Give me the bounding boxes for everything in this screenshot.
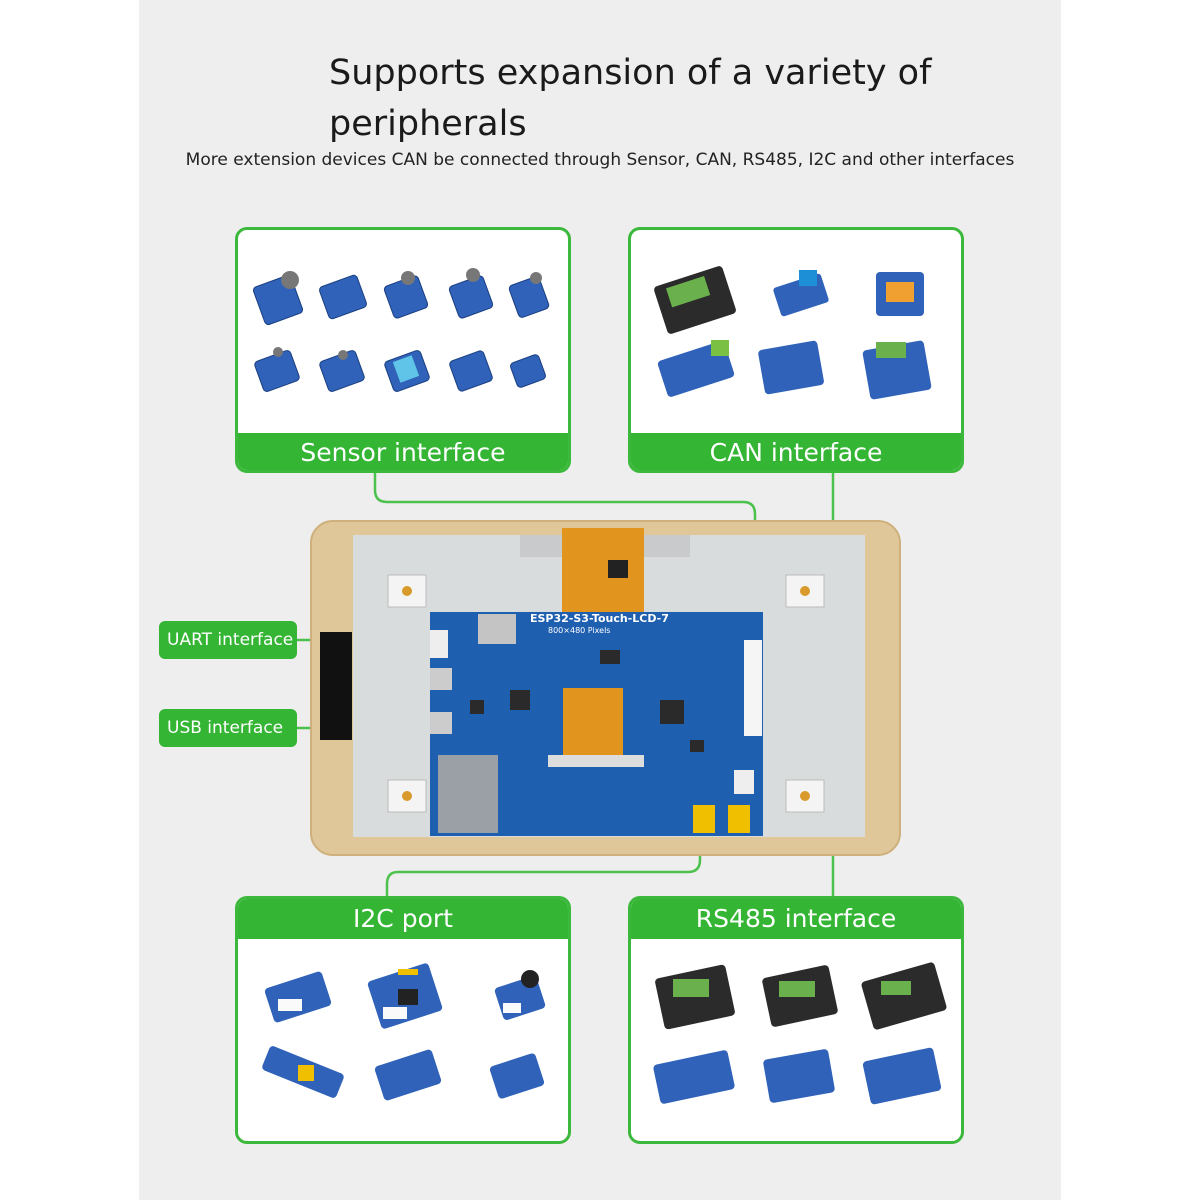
sensor-modules-image: [252, 268, 550, 392]
sensor-interface-label: Sensor interface: [238, 433, 568, 470]
board-resolution-label: 800×480 Pixels: [548, 626, 611, 635]
board-name-label: ESP32-S3-Touch-LCD-7: [530, 612, 669, 625]
can-modules-image: [654, 266, 932, 400]
page-subtitle: More extension devices CAN be connected …: [185, 150, 1015, 170]
sensor-connector-line: [373, 470, 757, 646]
i2c-connector-line: [385, 698, 710, 900]
i2c-modules-image: [262, 963, 546, 1101]
rs485-connector-line: [757, 720, 835, 900]
rs485-interface-card: RS485 interface: [628, 896, 964, 1144]
i2c-port-label: I2C port: [238, 899, 568, 939]
uart-interface-tag: UART interface: [159, 621, 297, 659]
can-interface-label: CAN interface: [631, 433, 961, 470]
rs485-modules-image: [653, 962, 947, 1105]
can-connector-line: [757, 470, 835, 674]
page-title: Supports expansion of a variety of perip…: [329, 53, 932, 144]
usb-interface-tag: USB interface: [159, 709, 297, 747]
i2c-port-card: I2C port: [235, 896, 571, 1144]
rs485-interface-label: RS485 interface: [631, 899, 961, 939]
sensor-interface-card: Sensor interface: [235, 227, 571, 473]
can-interface-card: CAN interface: [628, 227, 964, 473]
